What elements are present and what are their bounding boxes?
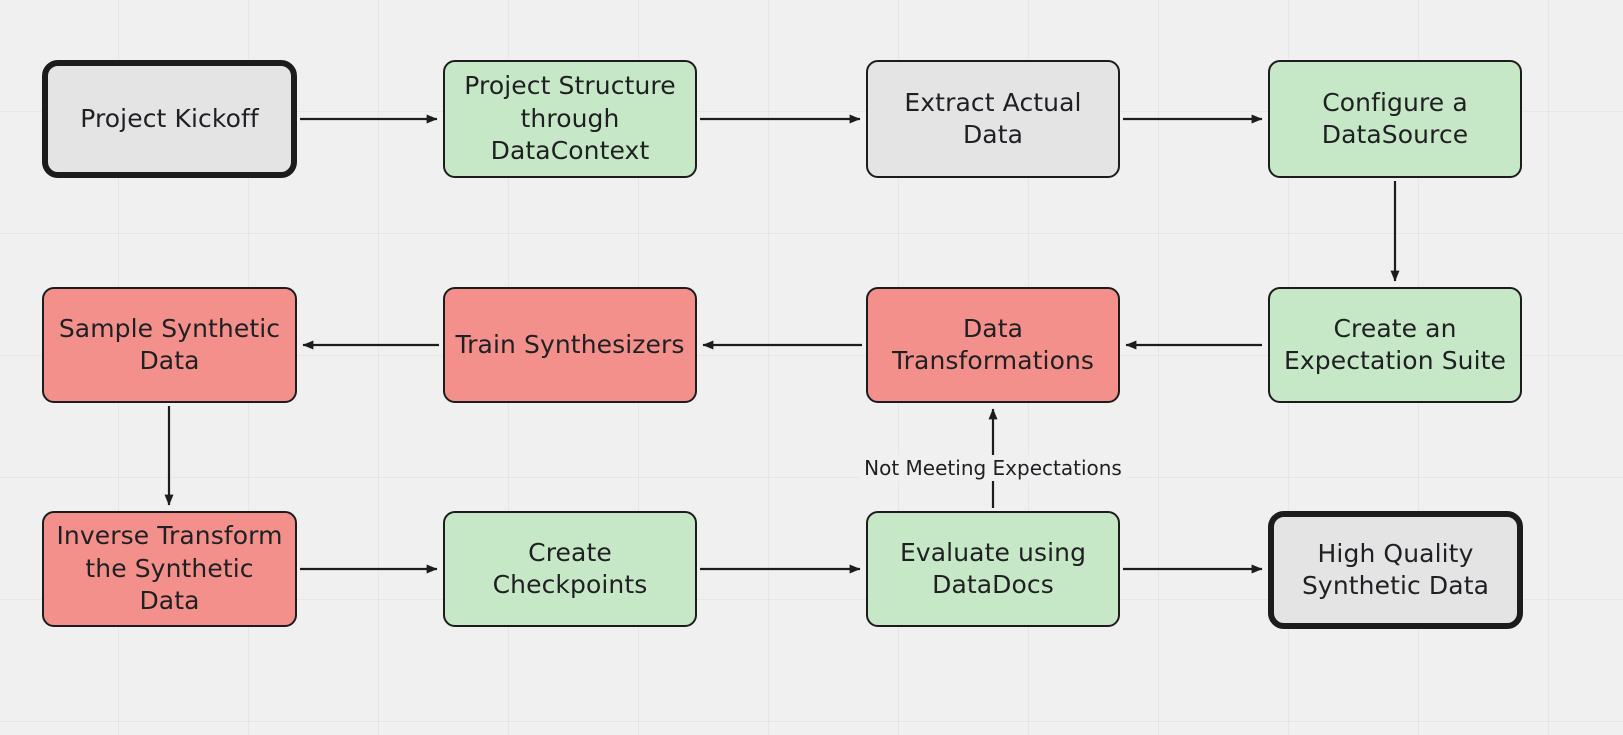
node-create-checkpoints[interactable]: Create Checkpoints	[443, 511, 697, 627]
node-project-structure[interactable]: Project Structure through DataContext	[443, 60, 697, 178]
node-sample-synthetic-data[interactable]: Sample Synthetic Data	[42, 287, 297, 403]
edge-label-not-meeting-expectations: Not Meeting Expectations	[859, 455, 1127, 481]
node-project-kickoff[interactable]: Project Kickoff	[42, 60, 297, 178]
node-high-quality-data[interactable]: High Quality Synthetic Data	[1268, 511, 1523, 629]
node-data-transformations[interactable]: Data Transformations	[866, 287, 1120, 403]
node-extract-actual-data[interactable]: Extract Actual Data	[866, 60, 1120, 178]
node-expectation-suite[interactable]: Create an Expectation Suite	[1268, 287, 1522, 403]
node-train-synthesizers[interactable]: Train Synthesizers	[443, 287, 697, 403]
node-evaluate-datadocs[interactable]: Evaluate using DataDocs	[866, 511, 1120, 627]
node-inverse-transform[interactable]: Inverse Transform the Synthetic Data	[42, 511, 297, 627]
node-configure-datasource[interactable]: Configure a DataSource	[1268, 60, 1522, 178]
